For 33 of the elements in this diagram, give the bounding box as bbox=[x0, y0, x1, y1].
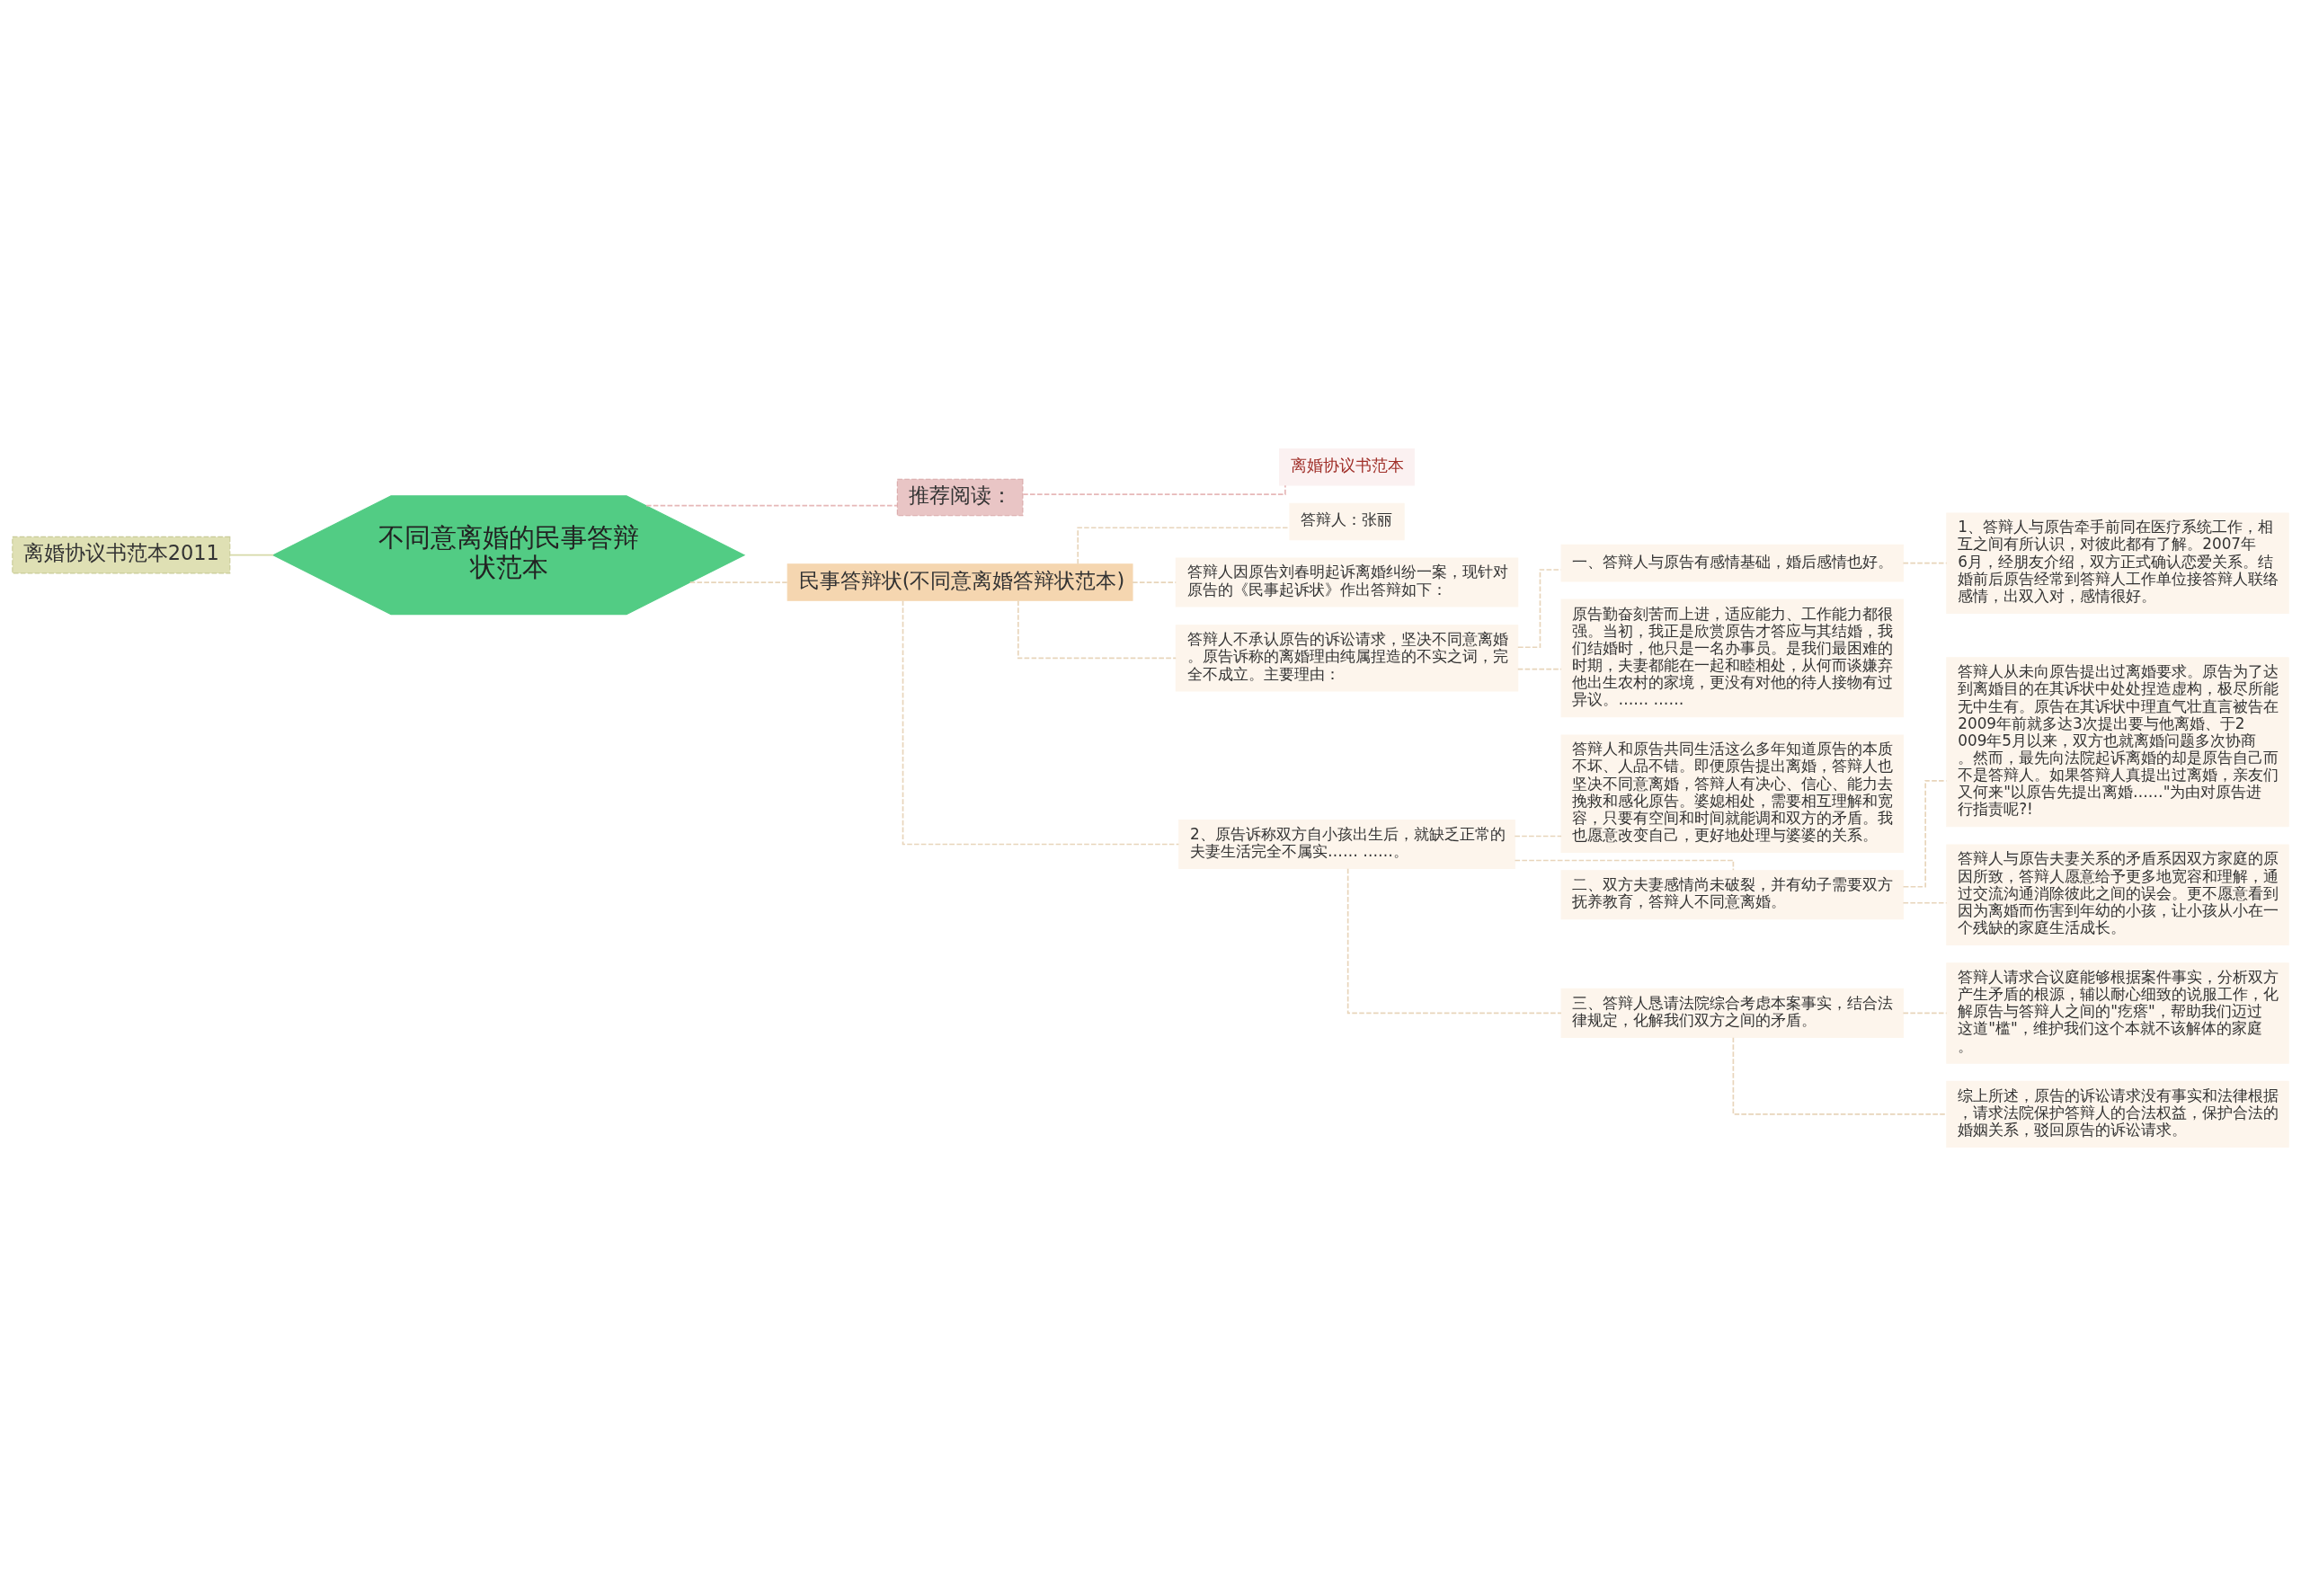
connector bbox=[1022, 484, 1286, 495]
node-box: 三、答辩人恳请法院综合考虑本案事实，结合法律规定，化解我们双方之间的矛盾。 bbox=[1560, 988, 1904, 1038]
node-box: 答辩人与原告夫妻关系的矛盾系因双方家庭的原因所致，答辩人愿意给予更多地宽容和理解，通过交流沟通消除彼此之间的误会。更不愿意看到因为离婚而伤害到年幼的小孩，让小孩从小在一个残缺的家庭生活成长。 bbox=[1946, 844, 2289, 945]
node-box: 原告勤奋刻苦而上进，适应能力、工作能力都很强。当初，我正是欣赏原告才答应与其结婚，我们结婚时，他只是一名办事员。是我们最困难的时期，夫妻都能在一起和睦相处，从何而谈嫌弃他出生农村的家境，更没有对他的待人接物有过异议。…… …… bbox=[1560, 598, 1904, 718]
node-box: 离婚协议书范本2011 bbox=[12, 536, 231, 574]
node-box: 答辩人因原告刘春明起诉离婚纠纷一案，现针对原告的《民事起诉状》作出答辩如下： bbox=[1175, 557, 1519, 607]
node-box: 2、原告诉称双方自小孩出生后，就缺乏正常的夫妻生活完全不属实…… ……。 bbox=[1178, 819, 1515, 870]
connector bbox=[689, 581, 788, 583]
connector bbox=[1902, 1012, 1948, 1015]
node-box: 二、双方夫妻感情尚未破裂，并有幼子需要双方抚养教育，答辩人不同意离婚。 bbox=[1560, 870, 1904, 920]
connector bbox=[1017, 599, 1177, 660]
node-box: 综上所述，原告的诉讼请求没有事实和法律根据，请求法院保护答辩人的合法权益，保护合法的婚姻关系，驳回原告的诉讼请求。 bbox=[1946, 1080, 2289, 1148]
node-box: 一、答辩人与原告有感情基础，婚后感情也好。 bbox=[1560, 544, 1904, 582]
node-box: 1、答辩人与原告牵手前同在医疗系统工作，相互之间有所认识，对彼此都有了解。2007年6月，经朋友介绍，双方正式确认恋爱关系。结婚前后原告经常到答辩人工作单位接答辩人联络感情，出双入对，感情很好。 bbox=[1946, 512, 2289, 614]
node-box: 答辩人从未向原告提出过离婚要求。原告为了达到离婚目的在其诉状中处处捏造虚构，极尽所能无中生有。原告在其诉状中理直气壮直言被告在2009年前就多达3次提出要与他离婚、于2009年5月以来，双方也就离婚问题多次协商。然而，最先向法院起诉离婚的却是原告自己而不是答辩人。如果答辩人真提出过离婚，亲友们又何来"以原告先提出离婚……"为由对原告进行指责呢?! bbox=[1946, 657, 2289, 828]
node-box: 答辩人和原告共同生活这么多年知道原告的本质不坏、人品不错。即便原告提出离婚，答辩人也坚决不同意离婚，答辩人有决心、信心、能力去挽救和感化原告。婆媳相处，需要相互理解和宽容，只要有空间和时间就能调和双方的矛盾。我也愿意改变自己，更好地处理与婆婆的关系。 bbox=[1560, 734, 1904, 854]
connector bbox=[1077, 527, 1291, 565]
connector bbox=[1132, 581, 1177, 583]
connector bbox=[1732, 1036, 1948, 1115]
node-box: 推荐阅读： bbox=[896, 478, 1024, 517]
connector bbox=[228, 554, 274, 556]
connector bbox=[1516, 668, 1562, 670]
node-box: 答辩人不承认原告的诉讼请求，坚决不同意离婚。原告诉称的离婚理由纯属捏造的不实之词，完全不成立。主要理由： bbox=[1175, 625, 1519, 692]
connector bbox=[1514, 835, 1562, 838]
connector bbox=[902, 599, 1180, 846]
node-box: 离婚协议书范本 bbox=[1279, 448, 1415, 486]
node-box: 答辩人请求合议庭能够根据案件事实，分析双方产生矛盾的根源，辅以耐心细致的说服工作，化解原告与答辩人之间的"疙瘩"，帮助我们迈过这道"槛"，维护我们这个本就不该解体的家庭。 bbox=[1946, 962, 2289, 1064]
connector bbox=[1346, 867, 1562, 1015]
node-box: 答辩人：张丽 bbox=[1289, 502, 1405, 541]
connector bbox=[1902, 562, 1948, 564]
connector bbox=[645, 504, 899, 507]
node-box: 民事答辩状(不同意离婚答辩状范本) bbox=[786, 563, 1133, 601]
connector bbox=[1902, 901, 1948, 904]
